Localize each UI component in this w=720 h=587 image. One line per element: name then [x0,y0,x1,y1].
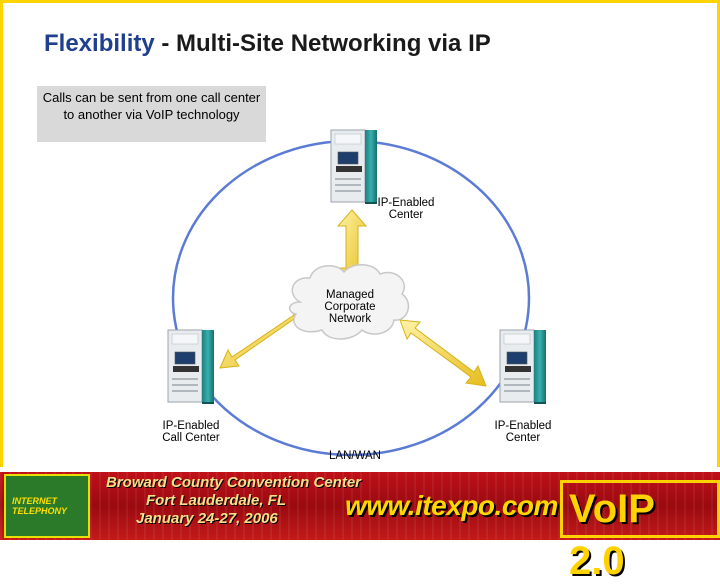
title-keyword: Flexibility [44,30,155,57]
slide-frame [0,0,720,467]
footer-banner: INTERNET TELEPHONY [0,472,720,540]
server-right-icon [499,329,547,405]
server-top-icon [330,129,378,205]
callout-box: Calls can be sent from one call center t… [37,86,266,142]
event-dates: January 24-27, 2006 [136,510,278,527]
left-node-label: IP-Enabled Call Center [150,420,232,444]
cloud-label-line: Managed [326,289,374,301]
managed-network-cloud [288,264,410,340]
slide-title: Flexibility - Multi-Site Networking via … [44,30,491,58]
cloud-label-line: Network [328,313,372,325]
cloud-label-line: Corporate [324,301,376,313]
right-node-label: IP-Enabled Center [486,420,560,444]
itexpo-badge-logo: INTERNET TELEPHONY [4,474,90,538]
cloud-label: Managed Corporate Network [318,289,382,325]
voip-brand-logo: VoIP 2.0 [560,480,720,583]
top-node-label-line: Center [388,209,424,221]
top-node-label-line: IP-Enabled [377,197,435,209]
venue-city: Fort Lauderdale, FL [146,492,287,509]
top-node-label: IP-Enabled Center [370,197,442,221]
arrow-right-cloud [399,319,487,387]
server-left-icon [167,329,215,405]
left-node-label-line: IP-Enabled [162,420,220,432]
event-url-link[interactable]: www.itexpo.com [345,490,558,521]
left-node-label-line: Call Center [162,432,220,444]
title-text: - Multi-Site Networking via IP [154,30,491,57]
right-node-label-line: IP-Enabled [494,420,552,432]
venue-info: Broward County Convention Center Fort La… [106,474,361,528]
network-diagram [167,129,547,457]
venue-name: Broward County Convention Center [106,474,362,491]
ring-label: LAN/WAN [329,450,381,462]
right-node-label-line: Center [505,432,541,444]
